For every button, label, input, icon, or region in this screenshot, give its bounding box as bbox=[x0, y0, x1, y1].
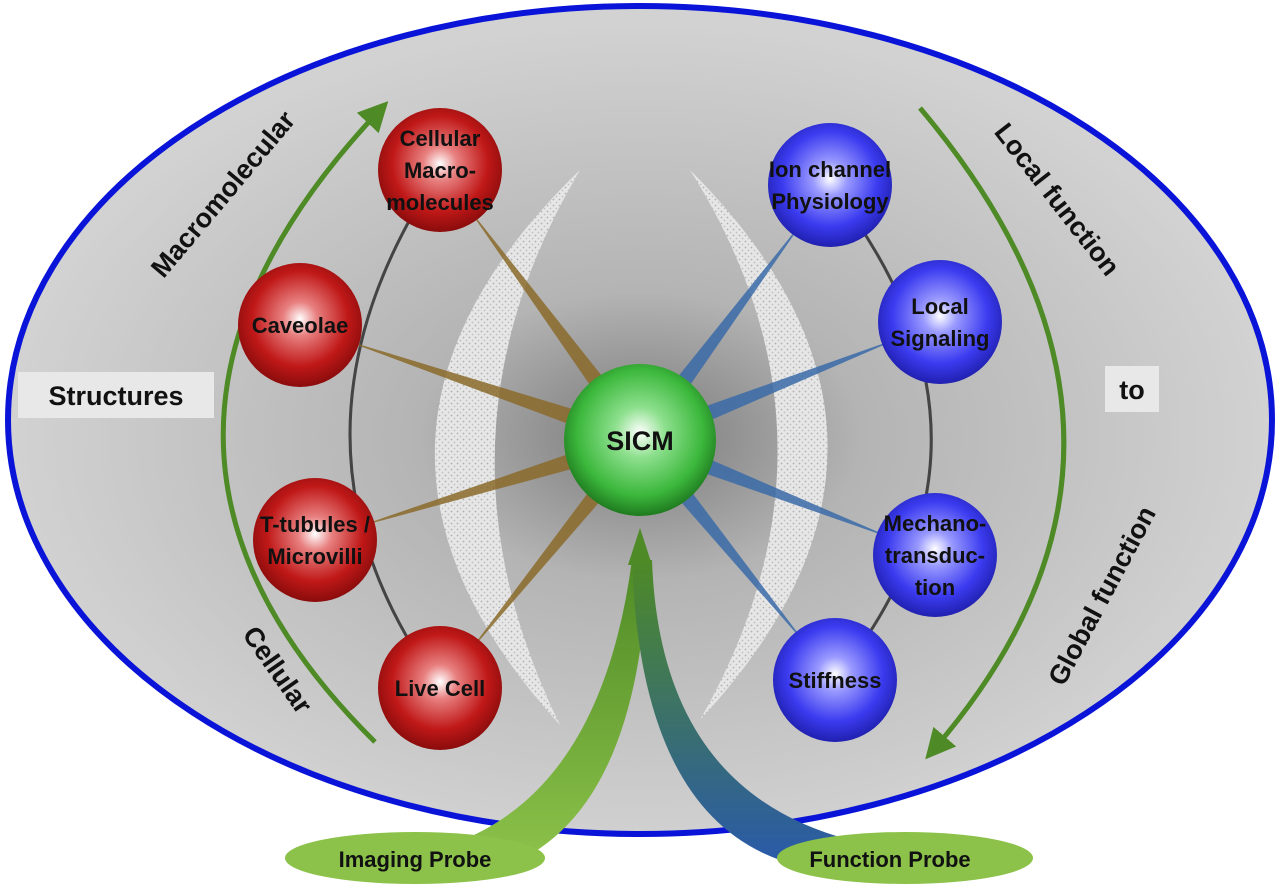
function-probe-label: Function Probe bbox=[809, 847, 970, 872]
node-label-line: Stiffness bbox=[789, 668, 882, 693]
node-label-line: Macro- bbox=[404, 158, 476, 183]
sicm-label: SICM bbox=[606, 426, 674, 456]
structures-heading: Structures bbox=[48, 381, 183, 411]
structure-node bbox=[378, 108, 502, 232]
node-label-line: Live Cell bbox=[395, 676, 485, 701]
left-crescent bbox=[434, 170, 580, 725]
node-label-line: molecules bbox=[386, 190, 494, 215]
function-probe-stem bbox=[632, 560, 850, 860]
function-probe-pill bbox=[777, 832, 1033, 884]
to-box bbox=[1105, 366, 1159, 412]
function-node bbox=[768, 123, 892, 247]
node-label-line: Caveolae bbox=[252, 313, 349, 338]
node-label-line: Local bbox=[911, 294, 968, 319]
function-node bbox=[873, 493, 997, 617]
node-label-line: T-tubules / bbox=[260, 512, 370, 537]
node-label: T-tubules / Microvilli bbox=[260, 512, 370, 569]
structure-node bbox=[378, 626, 502, 750]
structures-box bbox=[18, 372, 214, 418]
right-arrow bbox=[918, 106, 1067, 760]
imaging-probe-stem bbox=[440, 560, 648, 860]
right-crescent bbox=[690, 170, 828, 720]
imaging-probe-pill bbox=[285, 832, 545, 884]
structure-node bbox=[253, 478, 377, 602]
node-label-line: Physiology bbox=[771, 189, 889, 214]
sicm-node bbox=[564, 364, 716, 516]
node-label-line: Cellular bbox=[400, 126, 481, 151]
imaging-probe-label: Imaging Probe bbox=[339, 847, 492, 872]
to-label: to bbox=[1119, 375, 1144, 405]
right-arc bbox=[828, 184, 933, 681]
node-label: Caveolae bbox=[252, 313, 349, 338]
node-label: Live Cell bbox=[395, 676, 485, 701]
node-label-line: Signaling bbox=[891, 326, 990, 351]
function-node bbox=[878, 260, 1002, 384]
probe-arrow-icon bbox=[628, 528, 652, 565]
left-arc bbox=[348, 169, 442, 689]
function-node bbox=[773, 618, 897, 742]
node-label-line: Microvilli bbox=[267, 544, 362, 569]
structure-node bbox=[238, 263, 362, 387]
node-label-line: Ion channel bbox=[769, 157, 891, 182]
node-label-line: tion bbox=[915, 575, 955, 600]
node-label-line: transduc- bbox=[885, 543, 985, 568]
left-arrow bbox=[220, 101, 389, 744]
node-label: Mechano-transduc-tion bbox=[884, 511, 987, 600]
node-label: Stiffness bbox=[789, 668, 882, 693]
node-label-line: Mechano- bbox=[884, 511, 987, 536]
